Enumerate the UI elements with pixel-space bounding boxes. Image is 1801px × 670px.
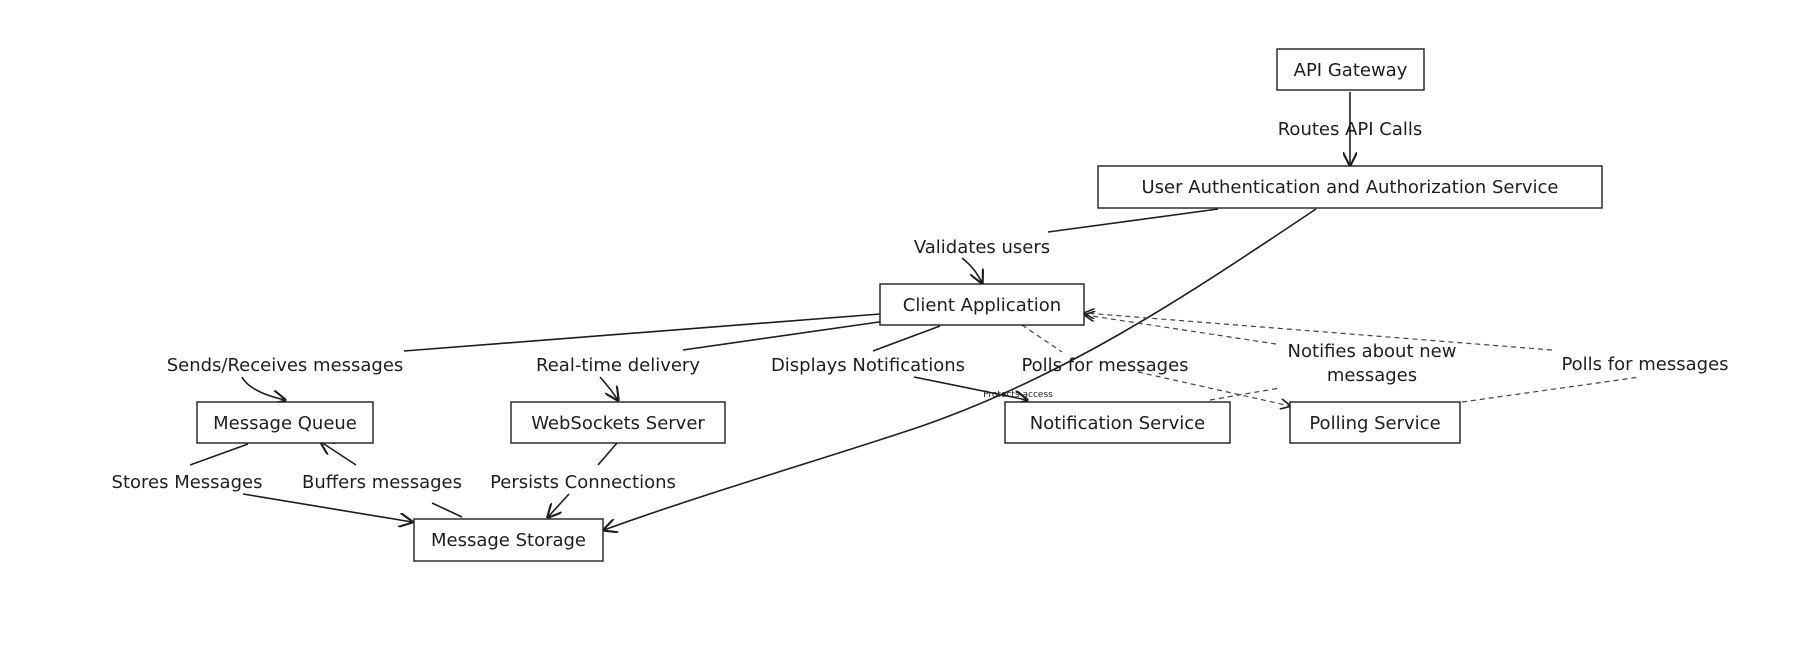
node-client-application: Client Application [879,283,1085,326]
edge-label-sends-receives: Sends/Receives messages [167,355,404,376]
edge-client-to-websockets [599,320,887,400]
node-websockets-server: WebSockets Server [510,401,726,444]
edge-client-to-queue [241,313,881,400]
edge-label-validates-users: Validates users [914,237,1050,258]
node-polling-service: Polling Service [1289,401,1461,444]
node-label: WebSockets Server [531,413,705,434]
edge-polling-to-client [1085,313,1641,403]
edge-auth-to-storage [604,208,1317,530]
edge-websockets-to-storage [548,442,618,517]
node-message-storage: Message Storage [413,518,604,562]
node-label: User Authentication and Authorization Se… [1142,177,1559,198]
edge-label-polls-for-messages-2: Polls for messages [1561,354,1728,375]
edge-queue-to-storage [189,443,412,522]
node-notification-service: Notification Service [1004,401,1231,444]
edge-auth-to-client [961,208,1219,283]
node-message-queue: Message Queue [196,401,374,444]
edge-storage-to-queue [321,442,463,518]
edge-label-polls-for-messages: Polls for messages [1021,355,1188,376]
edge-label-persists-connections: Persists Connections [490,472,676,493]
node-label: Polling Service [1309,413,1440,434]
node-auth-service: User Authentication and Authorization Se… [1097,165,1603,209]
edge-label-buffers-messages: Buffers messages [302,472,462,493]
node-label: Message Queue [213,413,357,434]
edge-label-notifies-line1: Notifies about new [1288,341,1457,362]
edge-label-routes-api-calls: Routes API Calls [1278,119,1423,140]
node-label: Notification Service [1030,413,1206,434]
edge-notification-to-client [1085,315,1281,401]
edge-label-protects-access: Protects access [983,390,1053,400]
edge-client-to-notification [872,325,1027,400]
node-api-gateway: API Gateway [1276,48,1425,91]
node-label: Message Storage [431,530,586,551]
edge-client-to-polling [1021,324,1290,406]
edge-label-realtime-delivery: Real-time delivery [536,355,700,376]
edge-label-displays-notifications: Displays Notifications [771,355,965,376]
node-label: API Gateway [1294,60,1408,81]
edge-label-notifies-line2: messages [1327,365,1417,386]
edge-label-stores-messages: Stores Messages [112,472,263,493]
node-label: Client Application [903,295,1061,316]
